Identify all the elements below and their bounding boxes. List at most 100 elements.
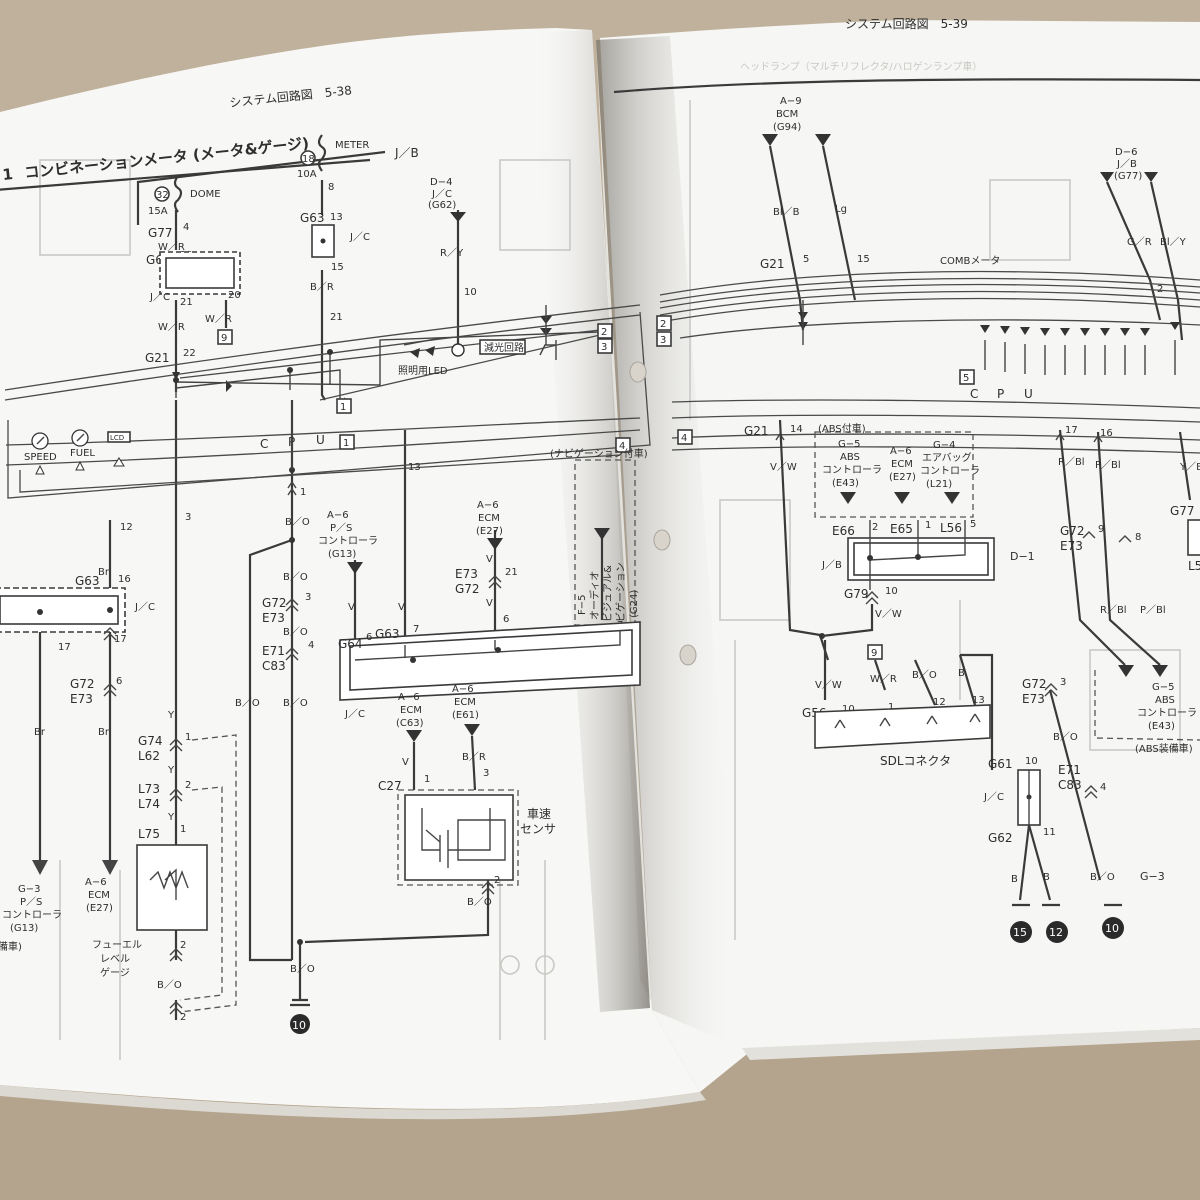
svg-text:V: V	[348, 602, 355, 613]
svg-text:コントローラ: コントローラ	[2, 909, 62, 921]
svg-text:B／O: B／O	[467, 896, 492, 908]
svg-text:17: 17	[1065, 425, 1078, 436]
svg-text:J／C: J／C	[344, 708, 365, 720]
svg-text:コントローラ: コントローラ	[920, 465, 980, 477]
svg-text:G−5: G−5	[838, 439, 861, 450]
conn-g79: G79	[844, 587, 869, 601]
svg-text:センサ: センサ	[520, 822, 556, 836]
svg-text:10: 10	[464, 287, 477, 298]
svg-text:D−4: D−4	[430, 177, 452, 188]
svg-text:13: 13	[972, 695, 985, 706]
svg-text:J／C: J／C	[349, 231, 370, 243]
conn-e65: E65	[890, 522, 913, 536]
svg-text:17: 17	[114, 634, 127, 645]
svg-text:3: 3	[1060, 677, 1066, 688]
svg-text:C83: C83	[1058, 778, 1082, 792]
svg-text:Y: Y	[167, 710, 175, 721]
svg-text:(G13): (G13)	[10, 923, 38, 934]
svg-text:18: 18	[302, 154, 315, 165]
svg-text:B: B	[1011, 874, 1018, 885]
svg-text:A−6: A−6	[452, 684, 474, 695]
svg-text:V／W: V／W	[770, 461, 797, 473]
svg-text:Br: Br	[98, 567, 110, 578]
svg-text:G72: G72	[1022, 677, 1047, 691]
svg-text:E73: E73	[1022, 692, 1045, 706]
svg-text:ナビゲーション: ナビゲーション	[615, 562, 627, 632]
svg-text:21: 21	[180, 297, 193, 308]
binding-holes	[629, 361, 697, 666]
svg-text:P／S: P／S	[20, 896, 42, 908]
svg-text:(E27): (E27)	[476, 526, 503, 537]
svg-text:B／O: B／O	[912, 669, 937, 681]
svg-text:4: 4	[681, 433, 687, 444]
svg-text:(E61): (E61)	[452, 710, 479, 721]
svg-text:(G13): (G13)	[328, 549, 356, 560]
svg-text:2: 2	[494, 875, 500, 886]
svg-text:C: C	[970, 387, 978, 401]
svg-text:G／R: G／R	[1127, 236, 1152, 248]
conn-g21-right: G21	[744, 424, 769, 438]
fuel-level-gauge-box	[136, 844, 208, 931]
svg-text:(E43): (E43)	[1148, 721, 1175, 732]
svg-text:B／O: B／O	[235, 697, 260, 709]
svg-text:Br: Br	[98, 727, 110, 738]
svg-text:ゲージ: ゲージ	[100, 967, 130, 979]
svg-text:20: 20	[228, 290, 241, 301]
svg-text:15: 15	[857, 254, 870, 265]
svg-text:ビジュアル&: ビジュアル&	[602, 565, 614, 622]
svg-text:3: 3	[185, 512, 191, 523]
svg-text:5: 5	[963, 373, 969, 384]
svg-text:D−6: D−6	[1115, 147, 1137, 158]
indicator-led-array	[798, 300, 1180, 375]
svg-text:W／R: W／R	[205, 313, 232, 325]
svg-text:G77: G77	[1170, 504, 1195, 518]
svg-text:7: 7	[413, 624, 419, 635]
svg-text:10: 10	[292, 1019, 306, 1032]
svg-text:エアバッグ: エアバッグ	[922, 451, 972, 464]
svg-text:3: 3	[483, 768, 489, 779]
svg-text:Y／B: Y／B	[1179, 461, 1200, 473]
svg-text:V: V	[486, 598, 493, 609]
svg-text:(E43): (E43)	[832, 478, 859, 489]
svg-text:G72: G72	[1060, 524, 1085, 538]
svg-text:B／O: B／O	[157, 979, 182, 991]
svg-text:(L21): (L21)	[926, 479, 952, 490]
sdl-connector-box	[814, 704, 991, 749]
svg-text:(ABS付車): (ABS付車)	[818, 422, 866, 435]
svg-text:Y: Y	[167, 812, 175, 823]
svg-text:FUEL: FUEL	[70, 448, 95, 459]
svg-text:(G94): (G94)	[773, 122, 801, 133]
led-label: 照明用LED	[398, 365, 448, 377]
svg-text:2: 2	[180, 1012, 186, 1023]
ground-12-icon	[1046, 921, 1068, 943]
svg-text:3: 3	[601, 342, 607, 353]
conn-g61: G61	[988, 757, 1013, 771]
ground-10-icon	[290, 1014, 310, 1034]
svg-text:10: 10	[885, 586, 898, 597]
conn-g62: G62	[988, 831, 1013, 845]
svg-text:U: U	[316, 433, 325, 447]
svg-text:16: 16	[118, 574, 131, 585]
svg-text:1: 1	[424, 774, 430, 785]
svg-text:E71: E71	[1058, 763, 1081, 777]
fuse-dome-number-icon	[154, 186, 170, 202]
svg-text:コントローラ: コントローラ	[1137, 707, 1197, 719]
svg-text:2: 2	[872, 522, 878, 533]
svg-text:12: 12	[933, 697, 946, 708]
svg-text:B／R: B／R	[310, 281, 334, 293]
svg-text:ECM: ECM	[891, 459, 913, 470]
svg-text:A−6: A−6	[477, 500, 499, 511]
svg-text:コントローラ: コントローラ	[822, 464, 882, 476]
svg-text:8: 8	[1135, 532, 1141, 543]
svg-text:(ABS装備車): (ABS装備車)	[1135, 742, 1193, 755]
svg-text:E73: E73	[70, 692, 93, 706]
svg-text:B／O: B／O	[283, 626, 308, 638]
svg-text:P／Bl: P／Bl	[1095, 459, 1121, 471]
svg-text:15: 15	[1013, 926, 1027, 939]
svg-text:1: 1	[300, 487, 306, 498]
svg-text:B／O: B／O	[283, 697, 308, 709]
lcd-icon	[107, 431, 131, 443]
svg-text:2: 2	[185, 780, 191, 791]
svg-text:G72: G72	[455, 582, 480, 596]
